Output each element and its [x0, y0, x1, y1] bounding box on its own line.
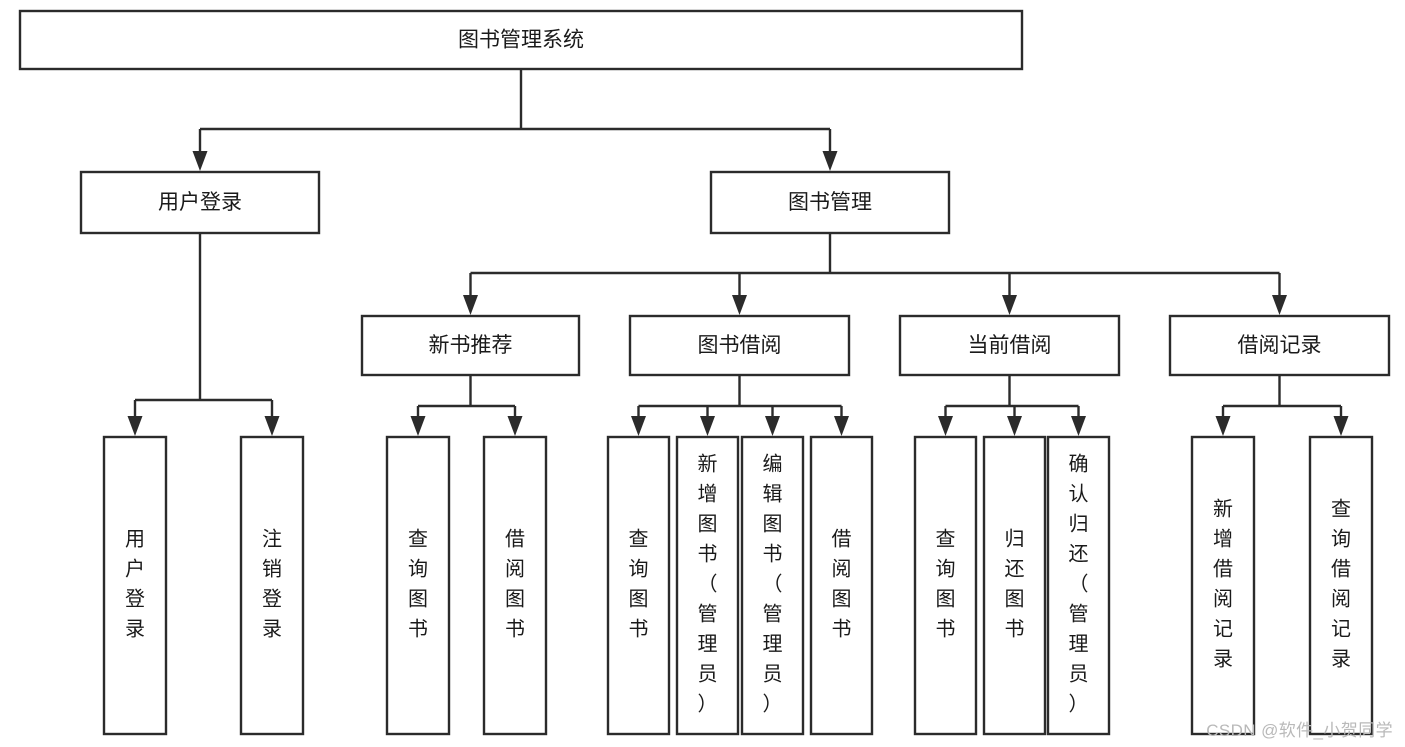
- node-box: [675, 435, 740, 736]
- node-label: 注销登录: [262, 528, 282, 641]
- node-label: 查询图书: [629, 528, 649, 641]
- node-box: [1308, 435, 1374, 736]
- node-leaf-current-1[interactable]: 查询图书: [913, 435, 978, 736]
- node-login[interactable]: 用户登录: [79, 170, 321, 235]
- node-leaf-current-2[interactable]: 归还图书: [982, 435, 1047, 736]
- node-leaf-borrow-1[interactable]: 查询图书: [606, 435, 671, 736]
- node-label: 图书管理: [788, 191, 872, 214]
- node-label: 查询借阅记录: [1331, 498, 1351, 671]
- node-label: 用户登录: [158, 191, 242, 214]
- node-box: [606, 435, 671, 736]
- node-label: 编辑图书（管理员）: [763, 453, 783, 716]
- node-label: 确认归还（管理员）: [1069, 453, 1089, 716]
- node-box: [1190, 435, 1256, 736]
- node-leaf-login-2[interactable]: 注销登录: [239, 435, 305, 736]
- node-box: [18, 9, 1024, 71]
- node-box: [79, 170, 321, 235]
- node-leaf-newbook-2[interactable]: 借阅图书: [482, 435, 548, 736]
- node-current[interactable]: 当前借阅: [898, 314, 1121, 377]
- node-root[interactable]: 图书管理系统: [18, 9, 1024, 71]
- node-leaf-borrow-4[interactable]: 借阅图书: [809, 435, 874, 736]
- node-box: [1168, 314, 1391, 377]
- node-label: 用户登录: [125, 529, 145, 641]
- node-leaf-records-2[interactable]: 查询借阅记录: [1308, 435, 1374, 736]
- node-records[interactable]: 借阅记录: [1168, 314, 1391, 377]
- node-layer: 图书管理系统用户登录图书管理新书推荐图书借阅当前借阅借阅记录用户登录注销登录查询…: [18, 9, 1391, 736]
- node-box: [898, 314, 1121, 377]
- node-box: [982, 435, 1047, 736]
- node-label: 当前借阅: [968, 334, 1052, 357]
- node-box: [360, 314, 581, 377]
- node-box: [1046, 435, 1111, 736]
- node-box: [482, 435, 548, 736]
- node-label: 图书借阅: [698, 334, 782, 357]
- node-box: [809, 435, 874, 736]
- node-box: [239, 435, 305, 736]
- connector-layer: [127, 69, 1349, 436]
- node-box: [628, 314, 851, 377]
- node-box: [102, 435, 168, 736]
- node-leaf-records-1[interactable]: 新增借阅记录: [1190, 435, 1256, 736]
- node-box: [913, 435, 978, 736]
- node-label: 借阅图书: [832, 528, 852, 641]
- node-label: 新增借阅记录: [1213, 498, 1233, 671]
- node-label: 图书管理系统: [458, 29, 584, 52]
- node-label: 新增图书（管理员）: [698, 453, 718, 716]
- node-box: [385, 435, 451, 736]
- node-leaf-borrow-2[interactable]: 新增图书（管理员）: [675, 435, 740, 736]
- node-bookmgmt[interactable]: 图书管理: [709, 170, 951, 235]
- node-newbook[interactable]: 新书推荐: [360, 314, 581, 377]
- node-label: 归还图书: [1005, 528, 1025, 641]
- node-leaf-login-1[interactable]: 用户登录: [102, 435, 168, 736]
- node-label: 新书推荐: [429, 334, 513, 357]
- node-leaf-current-3[interactable]: 确认归还（管理员）: [1046, 435, 1111, 736]
- node-leaf-borrow-3[interactable]: 编辑图书（管理员）: [740, 435, 805, 736]
- node-label: 查询图书: [408, 528, 428, 641]
- node-label: 借阅记录: [1238, 334, 1322, 357]
- node-box: [709, 170, 951, 235]
- node-borrow[interactable]: 图书借阅: [628, 314, 851, 377]
- node-leaf-newbook-1[interactable]: 查询图书: [385, 435, 451, 736]
- node-label: 查询图书: [936, 528, 956, 641]
- csdn-watermark: CSDN @软件_小贺同学: [1206, 721, 1393, 740]
- node-box: [740, 435, 805, 736]
- node-label: 借阅图书: [505, 528, 525, 641]
